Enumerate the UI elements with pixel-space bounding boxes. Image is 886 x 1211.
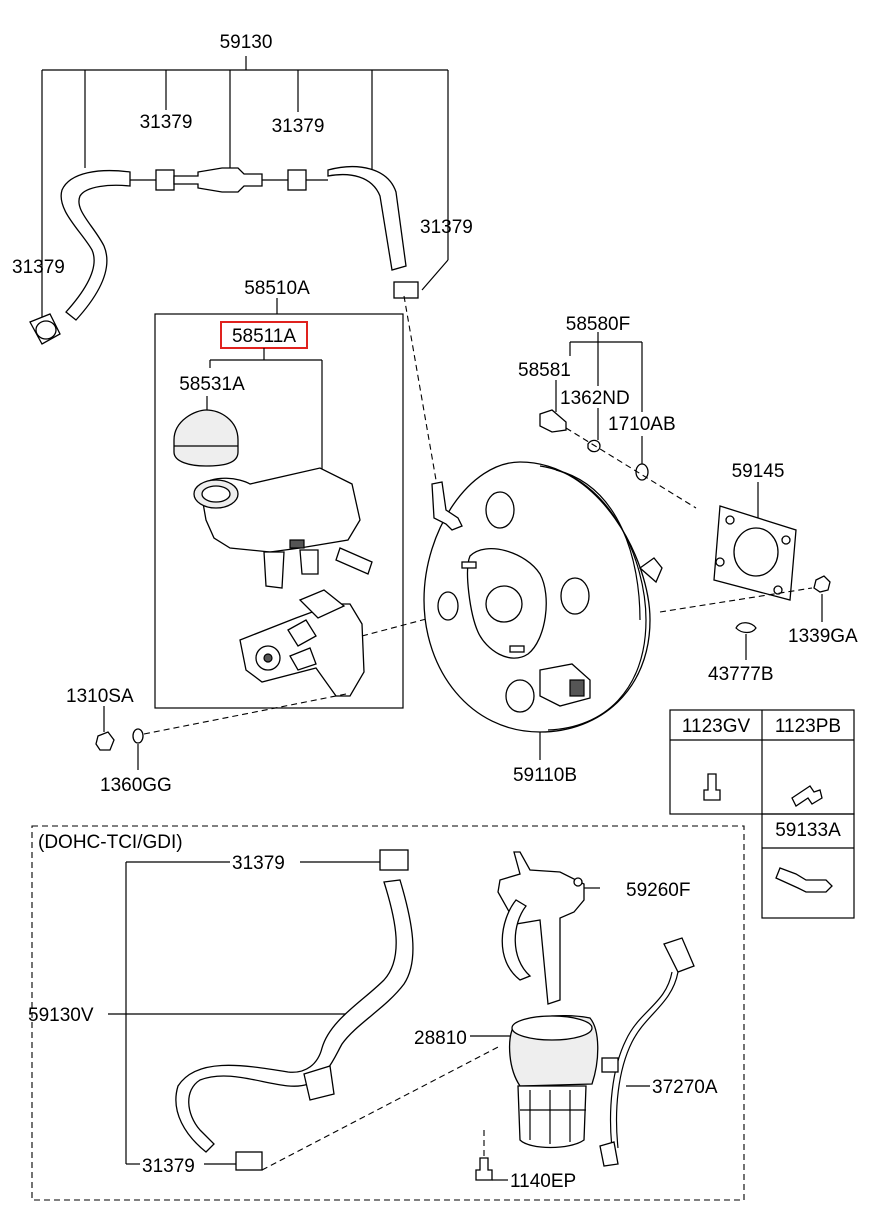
fitting-icon-59133A <box>775 867 833 893</box>
table-cell-59133A: 59133A <box>775 820 841 841</box>
hose-assembly-59130 <box>29 56 449 345</box>
bolt-icon-1123PB <box>791 785 823 807</box>
label-59260F: 59260F <box>626 880 690 901</box>
label-59130V: 59130V <box>28 1005 94 1026</box>
label-1339GA: 1339GA <box>788 626 858 647</box>
label-31379-clamp-hose-end: 31379 <box>420 217 473 238</box>
fasteners-1310SA-1360GG <box>95 693 347 770</box>
label-59145: 59145 <box>732 461 785 482</box>
table-cell-1123PB: 1123PB <box>775 716 841 737</box>
label-58531A: 58531A <box>179 374 245 395</box>
label-31379-dohc-lower: 31379 <box>142 1156 195 1177</box>
label-43777B: 43777B <box>708 664 774 685</box>
label-31379-clamp-right: 31379 <box>272 116 325 137</box>
clevis-pin-group-58580F <box>539 332 697 509</box>
clip-43777B <box>735 622 757 660</box>
master-cylinder-assembly-58510A <box>154 298 431 709</box>
label-58510A: 58510A <box>244 278 310 299</box>
label-59110B: 59110B <box>513 765 577 786</box>
label-1310SA: 1310SA <box>66 686 134 707</box>
label-31379-dohc-upper: 31379 <box>232 853 285 874</box>
label-58511A: 58511A <box>232 326 296 347</box>
label-58580F: 58580F <box>566 314 630 335</box>
label-59130: 59130 <box>220 32 273 53</box>
parts-table <box>669 709 855 919</box>
brake-booster-59110B <box>403 295 663 760</box>
section-variant-label: (DOHC-TCI/GDI) <box>38 832 183 853</box>
label-1140EP: 1140EP <box>510 1171 576 1192</box>
label-1710AB: 1710AB <box>608 414 676 435</box>
label-28810: 28810 <box>414 1028 467 1049</box>
label-37270A: 37270A <box>652 1077 718 1098</box>
label-31379-clamp-far-left: 31379 <box>12 257 65 278</box>
label-1360GG: 1360GG <box>100 775 172 796</box>
gasket-59145 <box>659 482 813 613</box>
label-58581: 58581 <box>518 360 571 381</box>
label-1362ND: 1362ND <box>560 388 630 409</box>
label-31379-clamp-left: 31379 <box>140 112 193 133</box>
table-cell-1123GV: 1123GV <box>682 716 751 737</box>
dohc-tci-gdi-section <box>31 825 745 1201</box>
bolt-icon-1123GV <box>703 773 721 801</box>
nut-1339GA <box>813 575 831 622</box>
